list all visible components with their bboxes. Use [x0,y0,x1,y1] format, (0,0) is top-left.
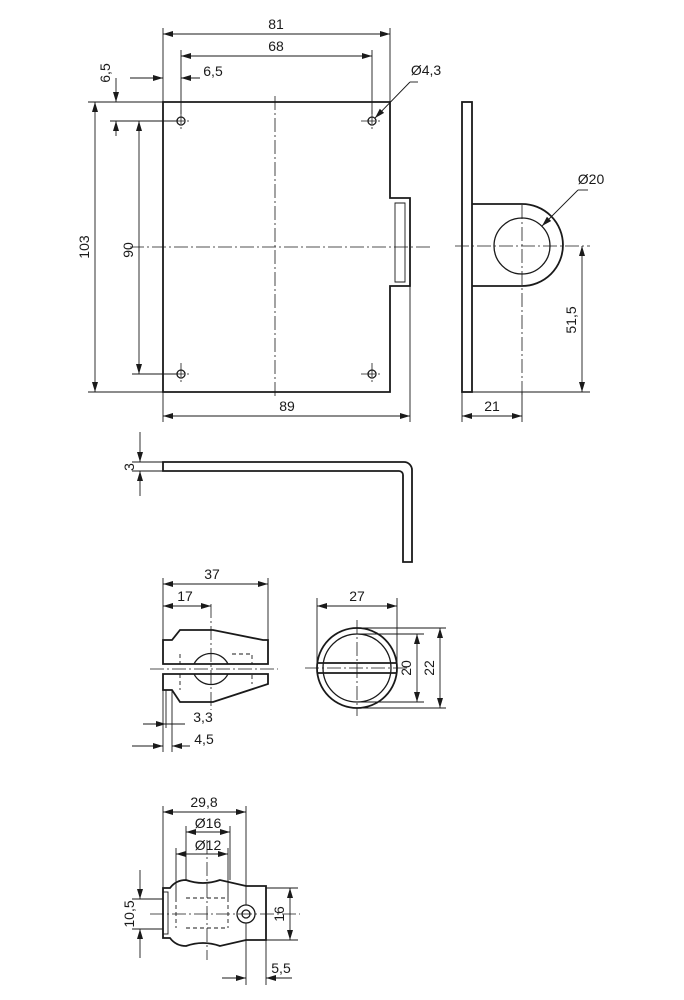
clamp-body-outline [162,879,267,947]
plate-bend-edge [394,202,406,283]
dim-thickness-3: 3 [121,463,137,471]
clamp-lower-half [162,673,269,703]
dim-20: 20 [398,660,414,676]
dim-dia-16: Ø16 [195,815,222,831]
dim-10-5: 10,5 [121,900,137,927]
dim-68: 68 [268,38,284,54]
l-profile-outline [162,461,413,563]
dim-89: 89 [279,398,295,414]
dim-6-5-horizontal: 6,5 [203,63,223,79]
plate-top-view: 81 68 6,5 Ø4,3 6,5 103 90 89 [76,16,441,422]
dim-90: 90 [120,242,136,258]
dim-22: 22 [421,660,437,676]
plate-edge [461,101,473,393]
dim-bore-diameter: Ø20 [578,171,605,187]
clamp-side-view: 37 17 3,3 4,5 [132,566,278,752]
dim-29-8: 29,8 [190,794,217,810]
clamp-top-view: 29,8 Ø16 Ø12 10,5 16 5,5 [121,794,300,985]
dim-51-5: 51,5 [563,306,579,333]
dim-5-5: 5,5 [271,960,291,976]
dim-hole-diameter: Ø4,3 [411,62,442,78]
dim-37: 37 [204,566,220,582]
mounting-hole-bottom-right [361,363,383,385]
dim-3-3: 3,3 [193,709,213,725]
dim-81: 81 [268,16,284,32]
dim-dia-12: Ø12 [195,837,222,853]
dim-17: 17 [177,588,193,604]
bracket-profile-view: 3 [121,432,413,563]
clamp-upper-half [162,629,269,665]
dim-21: 21 [484,398,500,414]
dim-6-5-vertical: 6,5 [97,63,113,83]
bracket-side-view: Ø20 51,5 21 [455,101,605,422]
clamp-end-view: 27 20 22 [305,588,446,716]
dim-27: 27 [349,588,365,604]
dim-16: 16 [271,906,287,922]
dim-4-5: 4,5 [194,731,214,747]
lug-outline [472,203,564,287]
dim-103: 103 [76,235,92,259]
clamp-bore-bottom [193,673,229,686]
